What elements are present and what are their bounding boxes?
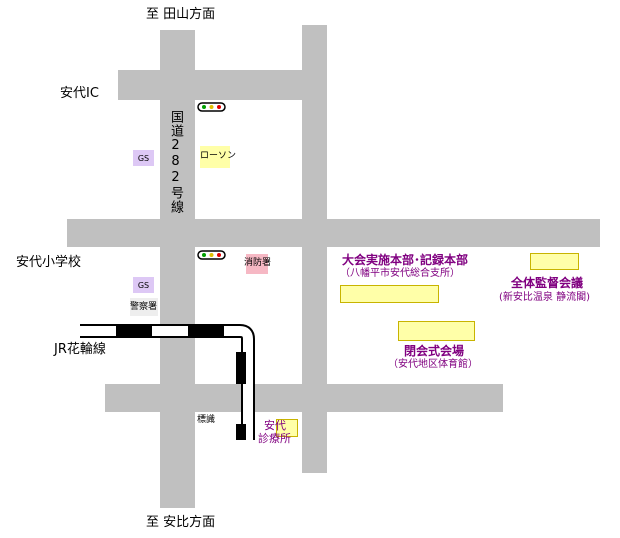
school-label: 安代小学校	[16, 255, 82, 270]
roads	[67, 25, 600, 508]
rail-segment	[236, 352, 246, 384]
gas-station-south: GS	[133, 277, 154, 293]
ceremony-subtitle: （安代地区体育館）	[388, 359, 478, 370]
police-label: 警察署	[130, 302, 158, 312]
road-lower-horizontal	[105, 384, 503, 412]
clinic-label-line1: 安代	[264, 419, 286, 432]
ceremony-name: 閉会式会場	[404, 344, 465, 358]
clinic-marker	[276, 419, 298, 437]
national-route-282	[160, 30, 195, 508]
rail-segment	[236, 424, 246, 440]
fire-station-marker	[246, 254, 268, 274]
road-main-horizontal	[67, 219, 600, 247]
interchange-label: 安代IC	[60, 86, 99, 101]
supervisor-marker	[530, 253, 579, 270]
traffic-light-north	[197, 102, 226, 112]
railway-line	[80, 324, 255, 440]
lawson-marker	[200, 146, 230, 168]
fire-station-label: 消防署	[244, 258, 272, 268]
hq-marker	[340, 285, 439, 303]
lawson-label: ローソン	[200, 151, 237, 161]
gas-station-north: GS	[133, 150, 154, 166]
supervisor-subtitle: (新安比温泉 静流閣)	[499, 292, 590, 303]
supervisor-name: 全体監督会議	[511, 276, 584, 290]
direction-north: 至 田山方面	[146, 7, 216, 22]
clinic-label-line2: 診療所	[258, 432, 291, 445]
route-label: 国道282号線	[168, 110, 183, 214]
sign-label: 標識	[197, 415, 216, 425]
hq-name: 大会実施本部･記録本部	[342, 253, 469, 267]
rail-segment	[188, 326, 224, 336]
railway-inner	[80, 326, 253, 440]
railway-label: JR花輪線	[54, 342, 106, 357]
road-ic-branch	[118, 70, 302, 100]
rail-segment	[116, 326, 152, 336]
ceremony-marker	[398, 321, 475, 341]
traffic-light-south	[197, 250, 226, 260]
police-marker	[130, 298, 158, 316]
direction-south: 至 安比方面	[146, 515, 216, 530]
hq-subtitle: （八幡平市安代総合支所）	[340, 268, 460, 279]
